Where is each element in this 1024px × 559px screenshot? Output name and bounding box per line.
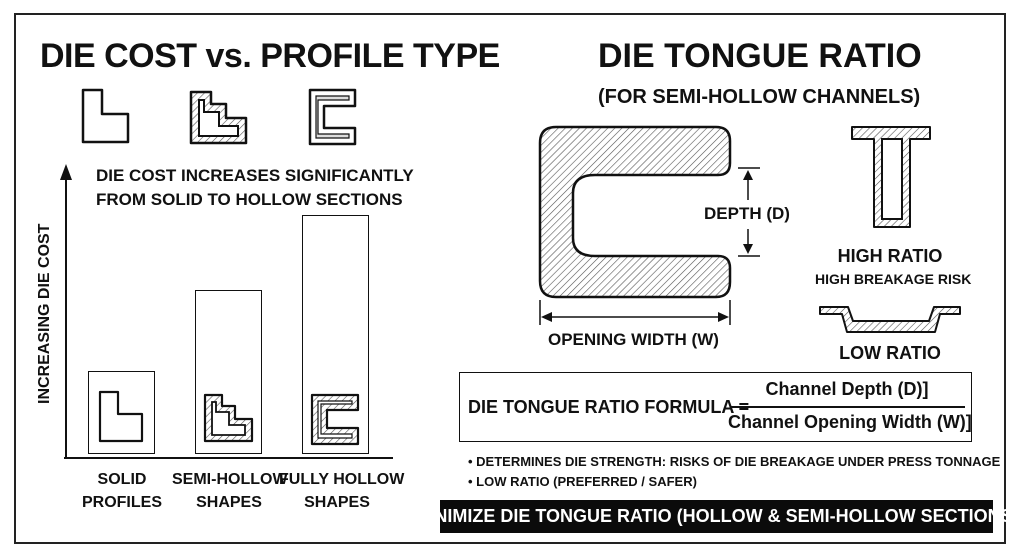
cost-axes <box>60 164 393 459</box>
category-label-hollow-line1: FULLY HOLLOW <box>279 471 405 488</box>
category-label-semi-hollow-line1: SEMI-HOLLOW <box>172 471 288 488</box>
solid-bar-icon <box>98 390 144 443</box>
high-ratio-label: HIGH RATIO <box>837 246 943 266</box>
solid-profile-icon <box>81 88 130 144</box>
depth-dimension-arrow <box>738 167 760 257</box>
formula-numerator: Channel Depth (D)] <box>765 379 929 399</box>
right-subtitle: (FOR SEMI-HOLLOW CHANNELS) <box>598 86 921 108</box>
semi-hollow-profile-icon <box>189 90 248 145</box>
cost-note-line1: DIE COST INCREASES SIGNIFICANTLY <box>96 166 414 185</box>
low-ratio-profile-icon <box>819 306 961 333</box>
minimize-ratio-banner: MINIMIZE DIE TONGUE RATIO (HOLLOW & SEMI… <box>414 500 1019 533</box>
category-label-solid-line2: PROFILES <box>81 494 162 511</box>
depth-label: DEPTH (D) <box>704 204 790 223</box>
category-label-semi-hollow-line2: SHAPES <box>196 494 262 511</box>
bullet-1: • DETERMINES DIE STRENGTH: RISKS OF DIE … <box>468 454 1001 469</box>
formula-box <box>459 372 972 442</box>
category-label-solid-line1: SOLID <box>97 471 147 488</box>
high-ratio-note: HIGH BREAKAGE RISK <box>815 271 972 287</box>
bullet-2: • LOW RATIO (PREFERRED / SAFER) <box>468 474 697 489</box>
high-ratio-profile-icon <box>851 126 931 228</box>
opening-width-label: OPENING WIDTH (W) <box>548 330 719 349</box>
formula-denominator: Channel Opening Width (W)] <box>728 412 972 432</box>
hollow-profile-icon <box>308 88 357 146</box>
diagram-frame <box>14 13 1006 544</box>
width-dimension-arrow <box>539 300 731 325</box>
hollow-bar-icon <box>310 393 360 446</box>
channel-profile-diagram <box>538 125 732 299</box>
low-ratio-label: LOW RATIO <box>839 343 941 363</box>
category-label-hollow-line2: SHAPES <box>304 494 370 511</box>
cost-note-line2: FROM SOLID TO HOLLOW SECTIONS <box>96 190 403 209</box>
right-title: DIE TONGUE RATIO <box>598 37 922 75</box>
semi-hollow-bar-icon <box>203 393 254 443</box>
formula-label: DIE TONGUE RATIO FORMULA = <box>468 397 750 417</box>
